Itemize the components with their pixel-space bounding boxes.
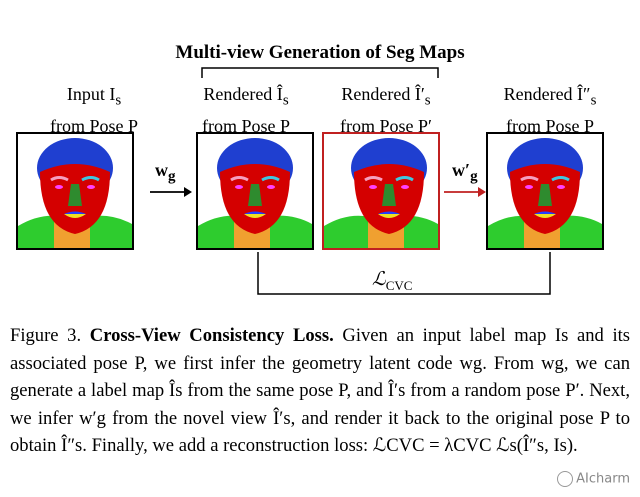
upper-lip [378, 211, 400, 214]
right-eye [401, 185, 409, 189]
loss-bracket [257, 252, 551, 295]
group-bracket [201, 67, 439, 78]
face-drawing [198, 138, 312, 248]
caption-figure-label: Figure 3. [10, 325, 82, 346]
nose-region [68, 184, 82, 206]
nose-region [382, 184, 396, 206]
group-title: Multi-view Generation of Seg Maps [175, 42, 465, 63]
left-eye [55, 185, 63, 189]
right-brow [81, 176, 100, 182]
panel-label-input: Input Is from Pose P [49, 84, 138, 136]
upper-lip [64, 211, 86, 214]
left-brow [520, 176, 539, 182]
right-brow [551, 176, 570, 182]
seg-map-rendered-same-pose [196, 132, 314, 250]
right-eye [267, 185, 275, 189]
lower-lip [244, 214, 266, 218]
figure-caption: Figure 3. Cross-View Consistency Loss. G… [10, 322, 630, 460]
caption-body: Given an input label map Is and its asso… [10, 325, 631, 456]
arrow-wg [150, 187, 192, 197]
left-brow [230, 176, 249, 182]
panel-label-rendered-back: Rendered Î″s from Pose P [503, 84, 597, 136]
arrow-label-wg-prime: w′g [452, 160, 478, 185]
nose-region [248, 184, 262, 206]
lower-lip [64, 214, 86, 218]
right-eye [87, 185, 95, 189]
upper-lip [534, 211, 556, 214]
seg-map-input [16, 132, 134, 250]
face-drawing [488, 138, 602, 248]
wechat-icon [557, 471, 574, 487]
panel-label-rendered-novel-pose: Rendered Î′s from Pose P′ [340, 84, 432, 136]
left-brow [50, 176, 69, 182]
left-eye [235, 185, 243, 189]
face-drawing [324, 138, 438, 248]
loss-label-cvc: ℒCVC [372, 269, 413, 293]
upper-lip [244, 211, 266, 214]
left-eye [525, 185, 533, 189]
panel-label-rendered-same-pose: Rendered Îs from Pose P [201, 84, 290, 136]
right-brow [395, 176, 414, 182]
arrow-wg-prime [444, 187, 486, 197]
left-eye [369, 185, 377, 189]
face-drawing [18, 138, 132, 248]
right-brow [261, 176, 280, 182]
watermark: AIcharm [557, 471, 630, 487]
arrow-label-wg: wg [155, 160, 176, 185]
caption-title: Cross-View Consistency Loss. [89, 325, 334, 346]
lower-lip [378, 214, 400, 218]
seg-map-rendered-back [486, 132, 604, 250]
seg-map-rendered-novel-pose [322, 132, 440, 250]
right-eye [557, 185, 565, 189]
left-brow [364, 176, 383, 182]
lower-lip [534, 214, 556, 218]
nose-region [538, 184, 552, 206]
